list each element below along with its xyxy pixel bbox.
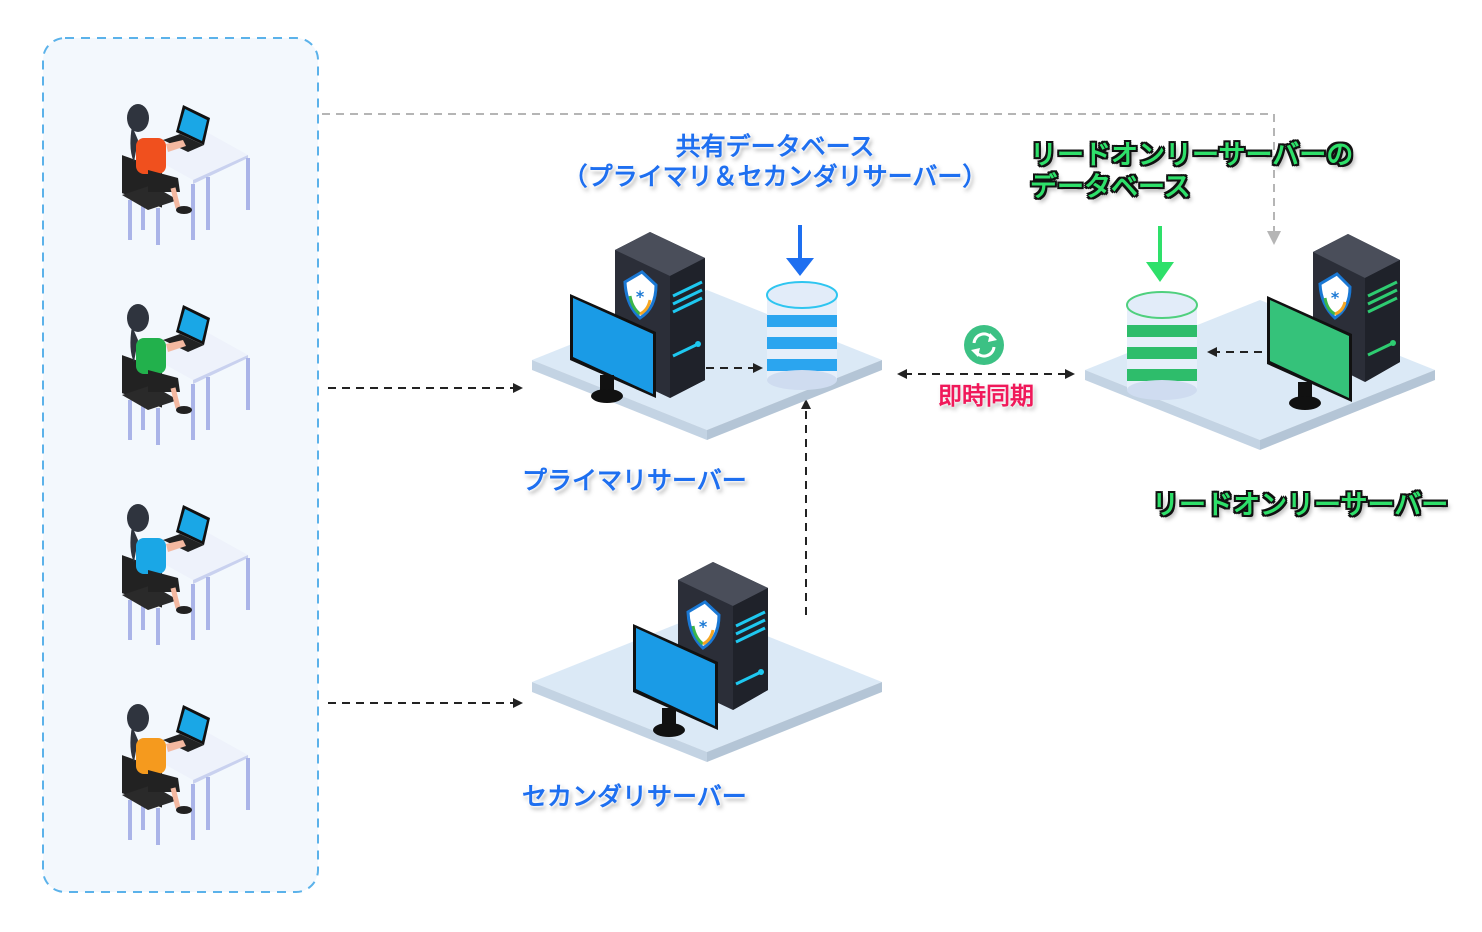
primary-monitor bbox=[570, 294, 656, 403]
readonly-db-arrow-icon bbox=[1146, 262, 1174, 282]
readonly-database-icon bbox=[1126, 291, 1198, 400]
readonly-db-label-line2: データベース bbox=[1030, 172, 1191, 204]
readonly-db-label-line1: リードオンリーサーバーの bbox=[1030, 140, 1354, 171]
desk-top bbox=[148, 330, 248, 380]
shared-db-label-line1: 共有データベース bbox=[675, 132, 875, 161]
readonly-monitor bbox=[1267, 296, 1352, 410]
svg-text:*: * bbox=[699, 617, 708, 636]
hair bbox=[127, 104, 149, 132]
shared-database-icon bbox=[766, 281, 838, 390]
sync-label: 即時同期 bbox=[938, 382, 1034, 410]
users-group-box bbox=[42, 37, 319, 893]
primary-server-label: プライマリサーバー bbox=[522, 466, 747, 495]
shirt bbox=[136, 538, 166, 574]
svg-text:*: * bbox=[636, 287, 645, 306]
svg-text:*: * bbox=[1331, 288, 1340, 307]
hair bbox=[127, 704, 149, 732]
readonly-db-label: リードオンリーサーバーの データベース bbox=[1030, 140, 1353, 205]
shield-icon: * bbox=[623, 270, 658, 320]
hair bbox=[127, 504, 149, 532]
shirt bbox=[136, 738, 166, 774]
desk-top bbox=[148, 730, 248, 780]
shared-db-arrow-icon bbox=[786, 258, 814, 276]
user-3 bbox=[122, 504, 250, 645]
readonly-server-label: リードオンリーサーバー bbox=[1152, 490, 1449, 521]
user-1 bbox=[122, 104, 250, 245]
user-4 bbox=[122, 704, 250, 845]
hair bbox=[127, 304, 149, 332]
secondary-server-label: セカンダリサーバー bbox=[522, 782, 747, 811]
sync-icon bbox=[964, 325, 1004, 365]
shared-db-label-line2: （プライマリ＆セカンダリサーバー） bbox=[562, 162, 988, 191]
shield-icon: * bbox=[686, 600, 721, 650]
connector-user-to-readonly bbox=[322, 113, 1281, 245]
shield-icon: * bbox=[1318, 272, 1352, 320]
user-2 bbox=[122, 304, 250, 445]
shared-db-label: 共有データベース （プライマリ＆セカンダリサーバー） bbox=[545, 132, 1005, 192]
desk-top bbox=[148, 130, 248, 180]
shirt bbox=[136, 138, 166, 174]
desk-top bbox=[148, 530, 248, 580]
shirt bbox=[136, 338, 166, 374]
secondary-monitor bbox=[633, 624, 718, 737]
